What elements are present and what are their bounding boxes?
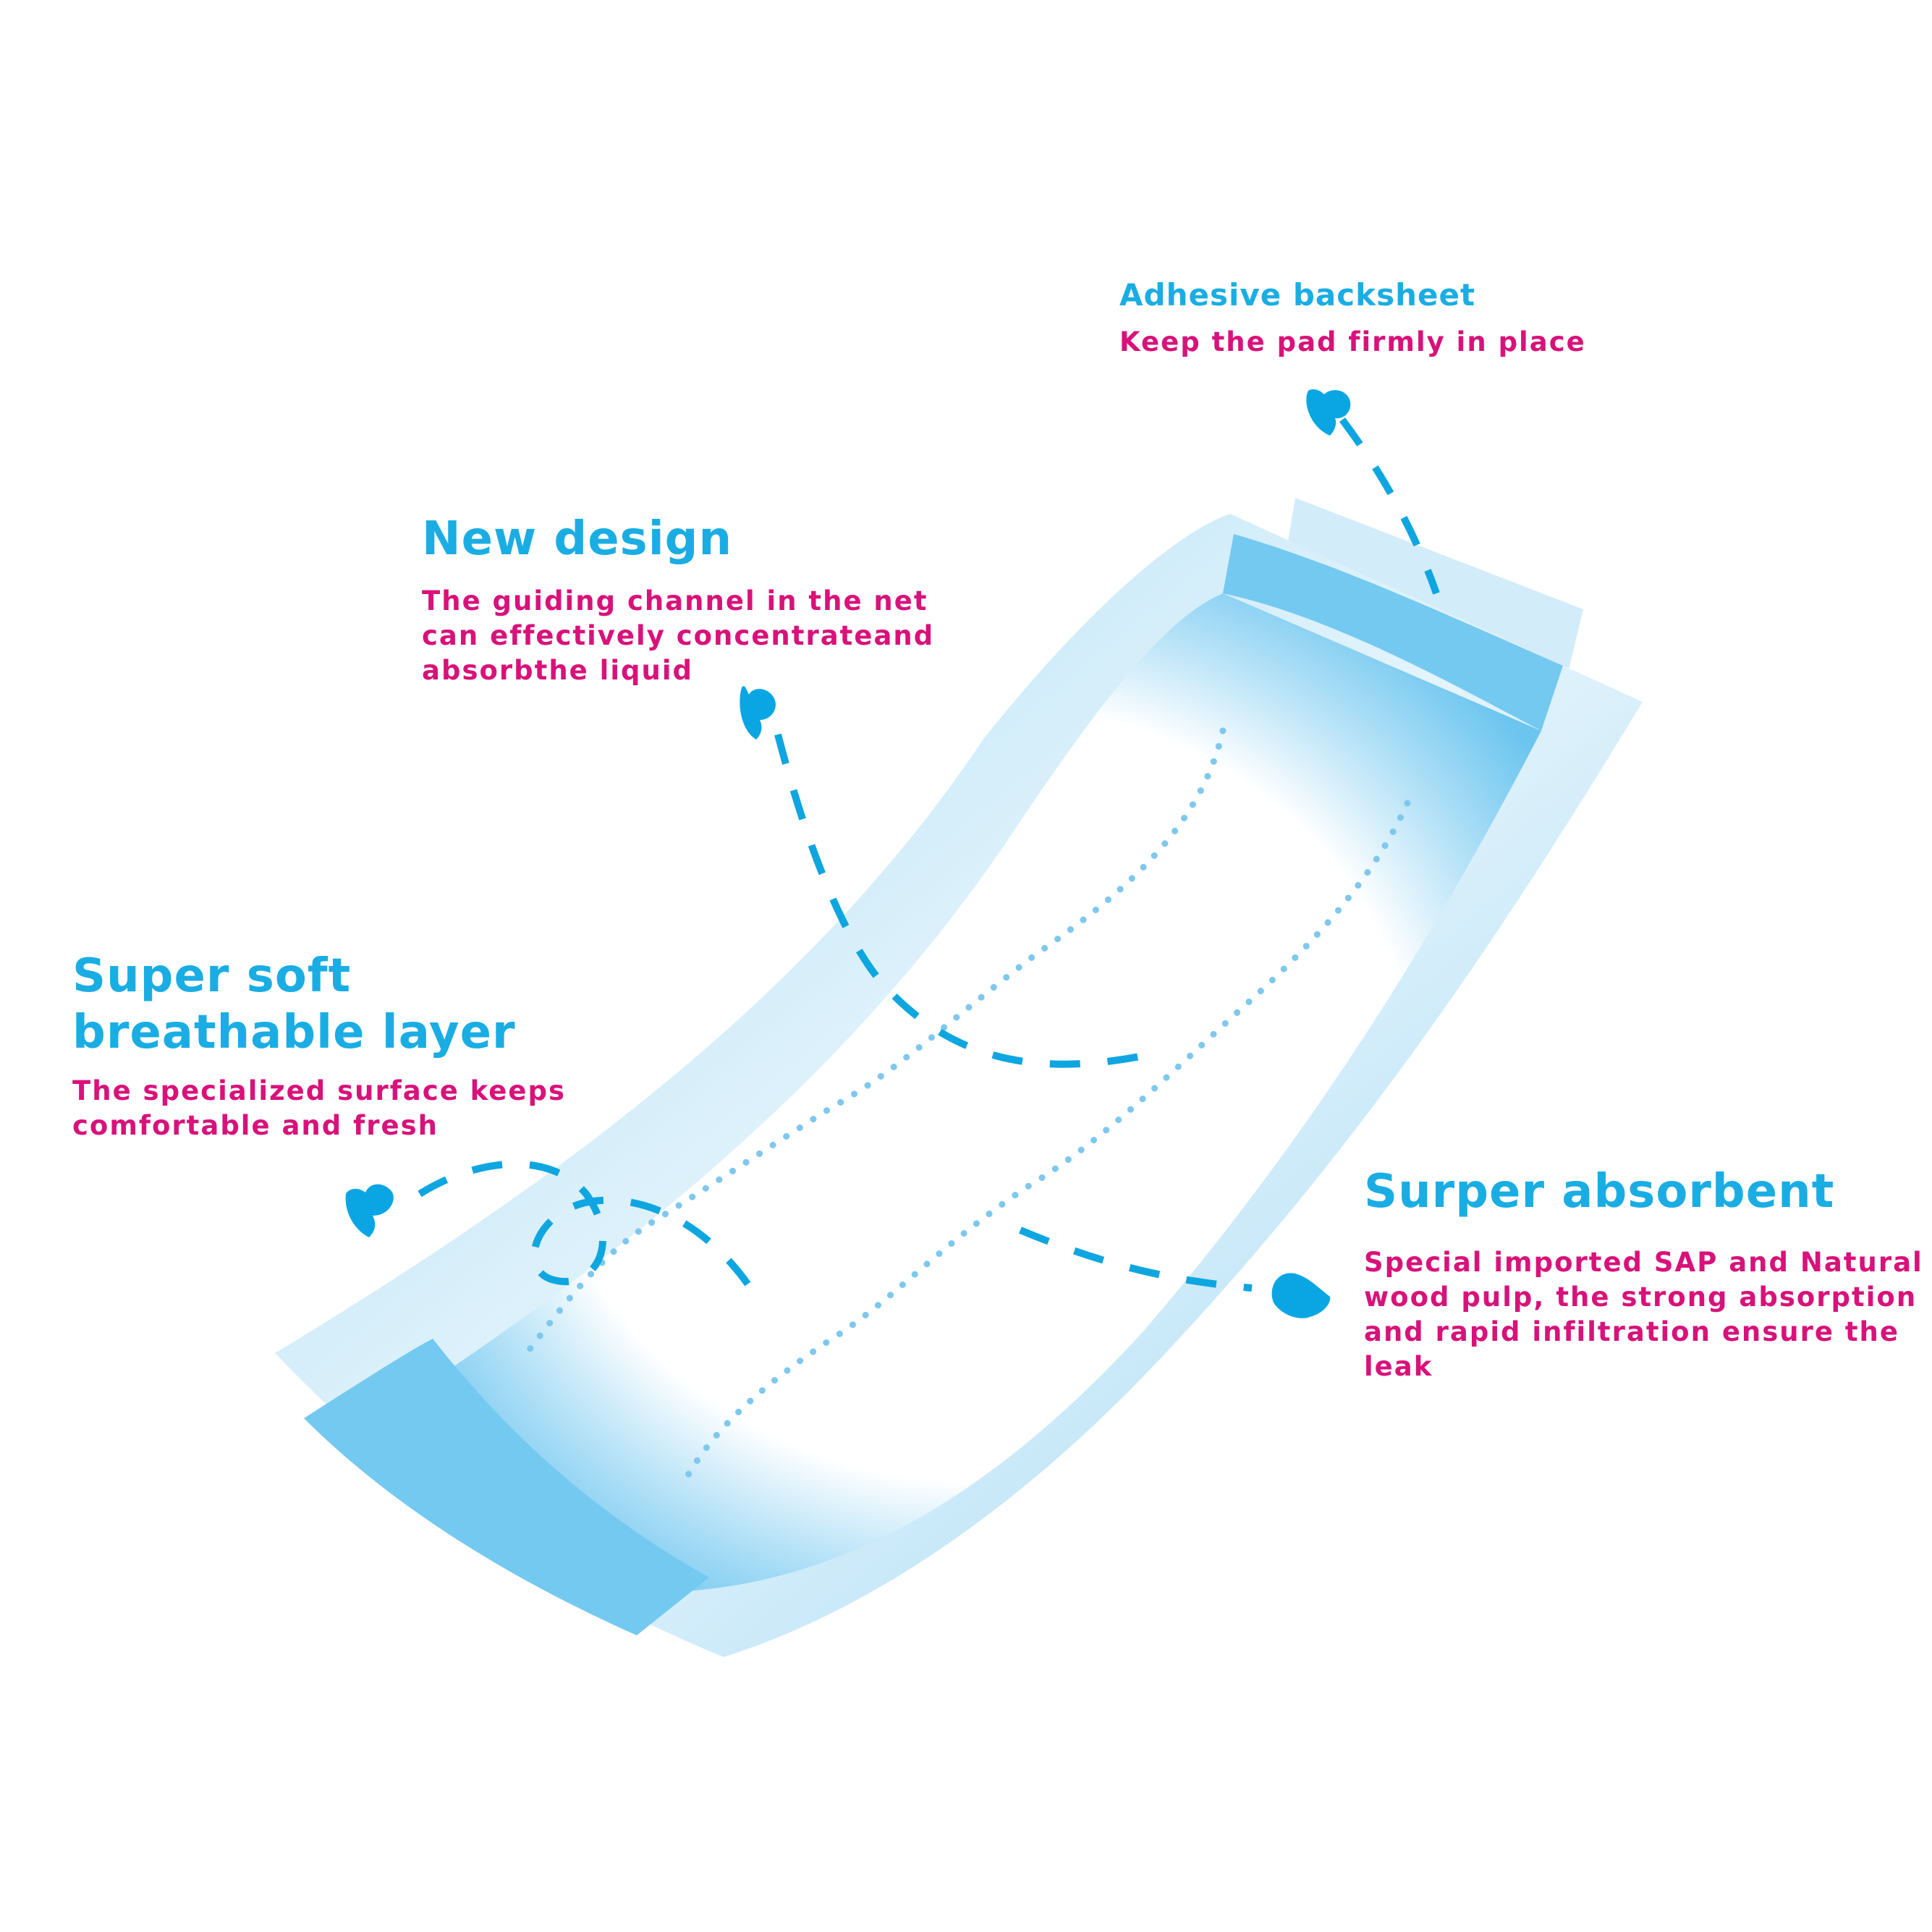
guiding-channels bbox=[517, 727, 1411, 1480]
title-line: Adhesive backsheet bbox=[1119, 277, 1476, 313]
connector-adhesive bbox=[1339, 418, 1440, 595]
description-line: comfortable and fresh bbox=[72, 1110, 438, 1141]
callout-title: New design bbox=[422, 510, 934, 568]
callout-title: Super soft breathable layer bbox=[72, 948, 566, 1061]
callout-super-soft: Super soft breathable layer The speciali… bbox=[72, 948, 566, 1143]
callout-adhesive-backsheet: Adhesive backsheet Keep the pad firmly i… bbox=[1119, 274, 1586, 362]
top-end-band bbox=[1223, 534, 1563, 731]
description-line: The guiding channel in the net bbox=[422, 585, 928, 617]
callout-description: Special imported SAP and Natural wood pu… bbox=[1364, 1245, 1923, 1384]
title-line: Surper absorbent bbox=[1364, 1165, 1835, 1219]
description-line: can effectively concentrateand bbox=[422, 620, 935, 651]
heart-icons bbox=[345, 389, 1351, 1318]
callout-new-design: New design The guiding channel in the ne… bbox=[422, 510, 934, 688]
callout-description: The specialized surface keeps comfortabl… bbox=[72, 1074, 566, 1143]
callout-super-absorbent: Surper absorbent Special imported SAP an… bbox=[1364, 1163, 1923, 1384]
connector-newdesign bbox=[774, 733, 1159, 1068]
description-line: The specialized surface keeps bbox=[72, 1075, 566, 1106]
description-line: Keep the pad firmly in place bbox=[1119, 326, 1586, 357]
callout-description: The guiding channel in the net can effec… bbox=[422, 584, 934, 688]
description-line: and rapid infiltration ensure the bbox=[1364, 1316, 1899, 1347]
description-line: wood pulp, the strong absorption bbox=[1364, 1281, 1918, 1313]
title-line: Super soft bbox=[72, 949, 352, 1003]
description-line: absorbthe liquid bbox=[422, 655, 693, 686]
heart-icon bbox=[740, 686, 776, 740]
connector-lines bbox=[418, 418, 1440, 1305]
heart-icon bbox=[1306, 389, 1351, 436]
pad-core bbox=[420, 593, 1541, 1592]
callout-title: Surper absorbent bbox=[1364, 1163, 1923, 1221]
connector-absorbent bbox=[1019, 1226, 1253, 1292]
heart-icon bbox=[1271, 1273, 1331, 1318]
callout-title: Adhesive backsheet bbox=[1119, 274, 1586, 317]
heart-icon bbox=[345, 1184, 394, 1237]
title-line: breathable layer bbox=[72, 1006, 516, 1059]
title-line: New design bbox=[422, 512, 732, 566]
description-line: Special imported SAP and Natural bbox=[1364, 1247, 1923, 1278]
description-line: leak bbox=[1364, 1351, 1433, 1382]
bottom-end-band bbox=[304, 1339, 709, 1635]
connector-soft bbox=[418, 1160, 763, 1305]
callout-description: Keep the pad firmly in place bbox=[1119, 323, 1586, 362]
